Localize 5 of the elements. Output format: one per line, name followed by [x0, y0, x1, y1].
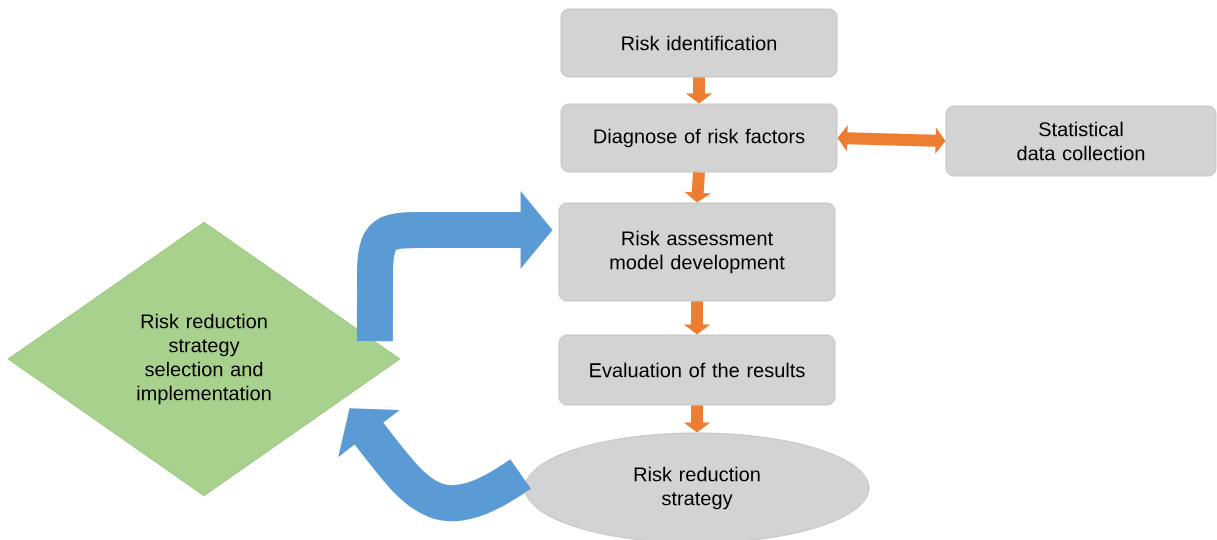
process-box: Statistical data collection — [945, 105, 1217, 177]
process-box: Risk assessment model development — [558, 202, 836, 302]
process-box: Risk identification — [560, 8, 838, 78]
process-box: Evaluation of the results — [558, 334, 836, 406]
process-box: Diagnose of risk factors — [560, 103, 838, 173]
